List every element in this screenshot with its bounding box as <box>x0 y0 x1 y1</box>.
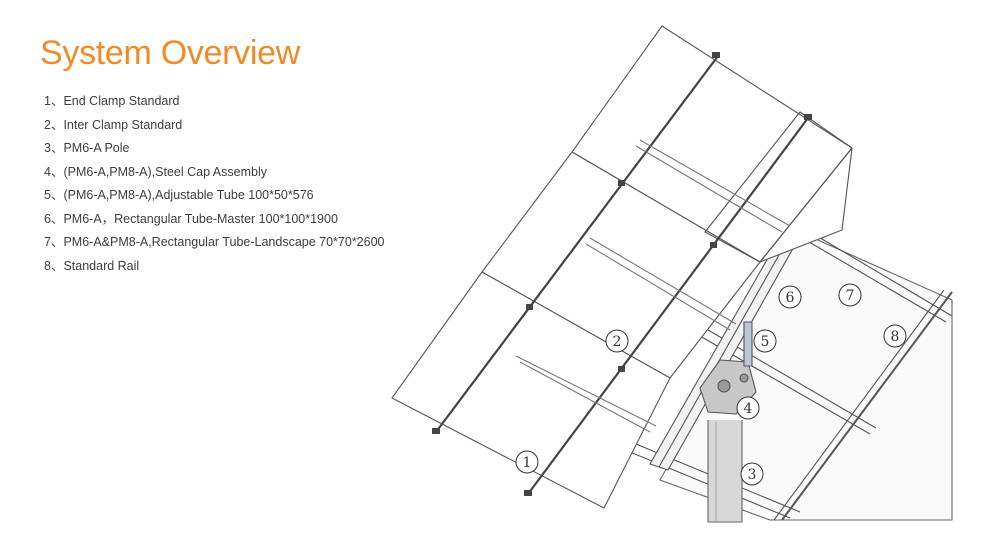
callout-8: 8 <box>883 324 907 348</box>
part-item-8: 8、Standard Rail <box>44 255 385 279</box>
callout-7: 7 <box>838 283 862 307</box>
cross-rails <box>515 139 791 433</box>
part-label: PM6-A Pole <box>63 141 130 155</box>
part-number: 6、 <box>44 211 64 226</box>
part-label: End Clamp Standard <box>63 94 180 108</box>
part-number: 2、 <box>44 117 64 132</box>
pole <box>707 420 743 523</box>
clamps <box>432 52 812 496</box>
part-item-5: 5、(PM6-A,PM8-A),Adjustable Tube 100*50*5… <box>44 184 385 208</box>
part-label: (PM6-A,PM8-A),Adjustable Tube 100*50*576 <box>63 188 314 202</box>
svg-text:4: 4 <box>744 401 753 417</box>
part-label: Standard Rail <box>63 258 140 273</box>
callouts: 1 2 3 4 5 6 7 8 <box>515 283 907 486</box>
svg-text:5: 5 <box>761 334 770 350</box>
part-number: 5、 <box>44 188 64 202</box>
part-item-3: 3、PM6-A Pole <box>44 137 385 161</box>
parts-list: 1、End Clamp Standard 2、Inter Clamp Stand… <box>44 90 385 278</box>
svg-text:2: 2 <box>613 334 622 350</box>
part-number: 8、 <box>44 258 64 273</box>
part-number: 4、 <box>44 164 64 179</box>
callout-4: 4 <box>736 396 760 420</box>
adjustable-tube <box>743 321 753 367</box>
panel-rails <box>435 55 809 495</box>
part-item-4: 4、(PM6-A,PM8-A),Steel Cap Assembly <box>44 161 385 185</box>
part-item-6: 6、PM6-A，Rectangular Tube-Master 100*100*… <box>44 208 385 232</box>
svg-text:7: 7 <box>846 288 855 304</box>
callout-5: 5 <box>753 329 777 353</box>
part-item-1: 1、End Clamp Standard <box>44 90 385 114</box>
part-number: 3、 <box>44 141 64 155</box>
panel-array-right <box>704 111 853 263</box>
callout-1: 1 <box>515 450 539 474</box>
part-item-2: 2、Inter Clamp Standard <box>44 114 385 138</box>
callout-3: 3 <box>740 462 764 486</box>
svg-text:3: 3 <box>748 467 757 483</box>
callout-2: 2 <box>605 329 629 353</box>
svg-text:6: 6 <box>786 290 795 306</box>
part-label: Inter Clamp Standard <box>63 117 183 132</box>
part-label: (PM6-A,PM8-A),Steel Cap Assembly <box>63 164 267 179</box>
part-number: 7、 <box>44 235 64 249</box>
part-label: PM6-A&PM8-A,Rectangular Tube-Landscape 7… <box>63 235 385 249</box>
svg-text:8: 8 <box>891 329 900 345</box>
svg-text:1: 1 <box>523 455 532 471</box>
part-item-7: 7、PM6-A&PM8-A,Rectangular Tube-Landscape… <box>44 231 385 255</box>
callout-6: 6 <box>778 285 802 309</box>
page-title: System Overview <box>40 34 300 72</box>
part-label: PM6-A，Rectangular Tube-Master 100*100*19… <box>63 211 338 226</box>
part-number: 1、 <box>44 94 64 108</box>
